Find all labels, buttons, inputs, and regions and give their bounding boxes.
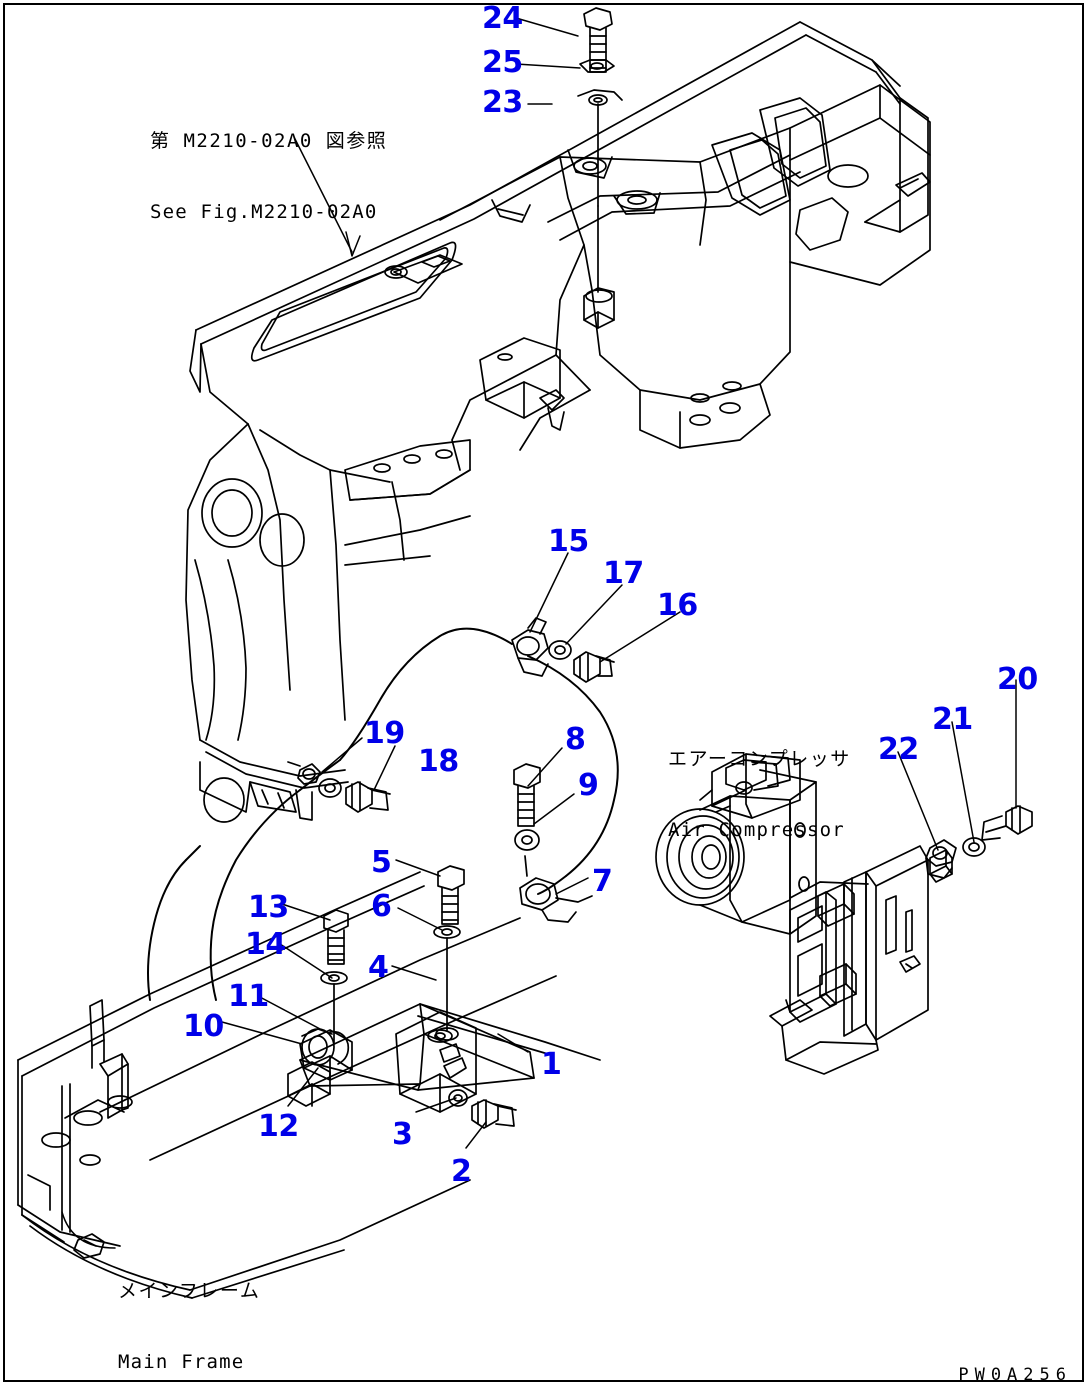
callout-11[interactable]: 11 [228,979,269,1014]
note-air-compressor-jp: エアーコンプレッサ [668,747,851,770]
callout-21[interactable]: 21 [932,702,973,737]
leader-lines [61,17,1017,1249]
callout-2[interactable]: 2 [451,1154,472,1189]
drawing-code: PW0A256 [958,1365,1072,1385]
callout-9[interactable]: 9 [578,768,599,803]
fastener-cluster-5-6-4 [433,865,465,1063]
callout-13[interactable]: 13 [248,890,289,925]
note-air-compressor: エアーコンプレッサ Air Compressor [668,700,851,890]
note-see-fig-en: See Fig.M2210-02A0 [150,200,378,223]
callout-10[interactable]: 10 [183,1009,224,1044]
callout-22[interactable]: 22 [878,732,919,767]
callout-16[interactable]: 16 [657,588,698,623]
fastener-23 [577,89,623,207]
fastener-25 [579,59,615,73]
fastener-cluster-15-17-16 [511,617,615,683]
fastener-cluster-2-3 [448,1089,517,1129]
callout-23[interactable]: 23 [482,85,523,120]
main-frame-rail [17,871,557,1299]
callout-17[interactable]: 17 [603,556,644,591]
callout-25[interactable]: 25 [482,45,523,80]
fastener-cluster-8-9-7 [513,763,593,923]
callout-1[interactable]: 1 [541,1047,562,1082]
compressor-bracket [769,845,953,1075]
fastener-cluster-19-18 [287,761,391,813]
callout-14[interactable]: 14 [245,927,286,962]
callout-6[interactable]: 6 [371,889,392,924]
note-main-frame-en: Main Frame [118,1350,245,1373]
callout-5[interactable]: 5 [371,845,392,880]
callout-7[interactable]: 7 [592,864,613,899]
callout-20[interactable]: 20 [997,662,1038,697]
upper-frame-assembly [189,21,929,425]
callout-18[interactable]: 18 [418,744,459,779]
callout-19[interactable]: 19 [364,716,405,751]
callout-4[interactable]: 4 [368,950,389,985]
note-air-compressor-en: Air Compressor [668,818,845,841]
fastener-cluster-13-14 [320,909,349,1045]
upper-deck-structure [439,84,931,471]
air-compressor [655,753,817,935]
callout-3[interactable]: 3 [392,1117,413,1152]
note-main-frame: メインフレーム Main Frame [118,1232,260,1399]
hose-line [147,627,619,1001]
note-see-fig-jp: 第 M2210-02A0 図参照 [150,129,388,152]
frame-tower [185,423,471,823]
note-main-frame-jp: メインフレーム [118,1279,261,1302]
callout-15[interactable]: 15 [548,524,589,559]
callout-12[interactable]: 12 [258,1109,299,1144]
callout-24[interactable]: 24 [482,1,523,36]
note-see-fig: 第 M2210-02A0 図参照 See Fig.M2210-02A0 [150,82,387,272]
callout-8[interactable]: 8 [565,722,586,757]
lower-bracket-assembly [287,1003,601,1113]
